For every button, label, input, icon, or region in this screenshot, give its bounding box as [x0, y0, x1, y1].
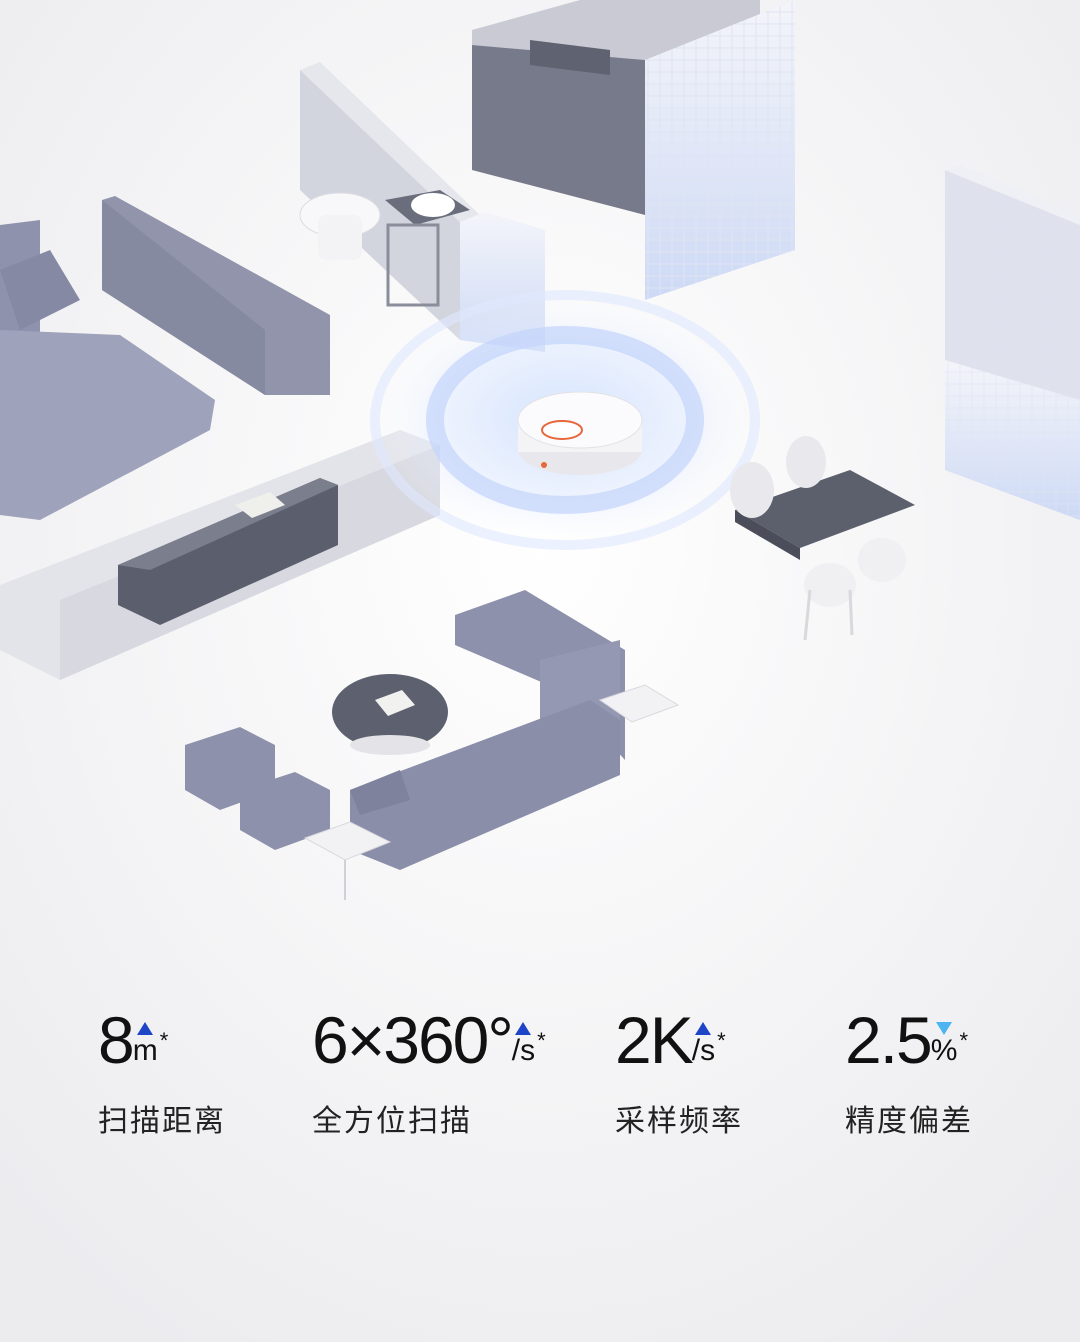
arrow-up-icon: [695, 1022, 712, 1035]
unit-wrap: /s: [512, 1000, 535, 1080]
spec-number: 8: [98, 1003, 135, 1077]
spec-number: 6×360°: [312, 1003, 514, 1077]
kitchen: [472, 0, 795, 300]
footnote-mark: *: [537, 1028, 546, 1053]
sink: [411, 193, 455, 217]
footnote-mark: *: [959, 1028, 968, 1053]
spec-value: 2.5%*: [845, 1000, 973, 1080]
spec-label: 采样频率: [615, 1104, 743, 1139]
unit-wrap: m: [133, 1000, 158, 1080]
arrow-up-icon: [515, 1022, 532, 1035]
spec-unit: /s: [511, 1034, 536, 1067]
spec-sampling-rate: 2K/s* 采样频率: [615, 1000, 743, 1140]
bookshelf: [945, 165, 1080, 520]
spec-omni-scan: 6×360°/s* 全方位扫描: [312, 1000, 546, 1140]
unit-wrap: /s: [692, 1000, 715, 1080]
spec-unit: m: [132, 1034, 158, 1067]
spec-unit: /s: [691, 1034, 716, 1067]
footnote-mark: *: [159, 1028, 169, 1053]
spec-number: 2K: [615, 1003, 694, 1077]
arrow-up-icon: [137, 1022, 154, 1035]
spec-number: 2.5: [845, 1003, 933, 1077]
spec-unit: %: [930, 1034, 958, 1067]
spec-accuracy-deviation: 2.5%* 精度偏差: [845, 1000, 973, 1140]
dining-set: [730, 436, 915, 641]
unit-wrap: %: [930, 1000, 958, 1080]
living-room-wall: [0, 430, 440, 680]
arrow-down-icon: [936, 1022, 953, 1035]
spec-label: 扫描距离: [98, 1104, 226, 1139]
spec-value: 2K/s*: [615, 1000, 743, 1080]
side-tables: [303, 684, 680, 900]
sofa: [185, 590, 625, 870]
spec-label: 全方位扫描: [312, 1104, 472, 1139]
spec-value: 6×360°/s*: [312, 1000, 546, 1080]
robot-vacuum: [517, 391, 643, 475]
bedroom: [0, 196, 330, 520]
footnote-mark: *: [717, 1028, 726, 1053]
spec-label: 精度偏差: [845, 1104, 973, 1139]
coffee-table: [332, 674, 448, 755]
